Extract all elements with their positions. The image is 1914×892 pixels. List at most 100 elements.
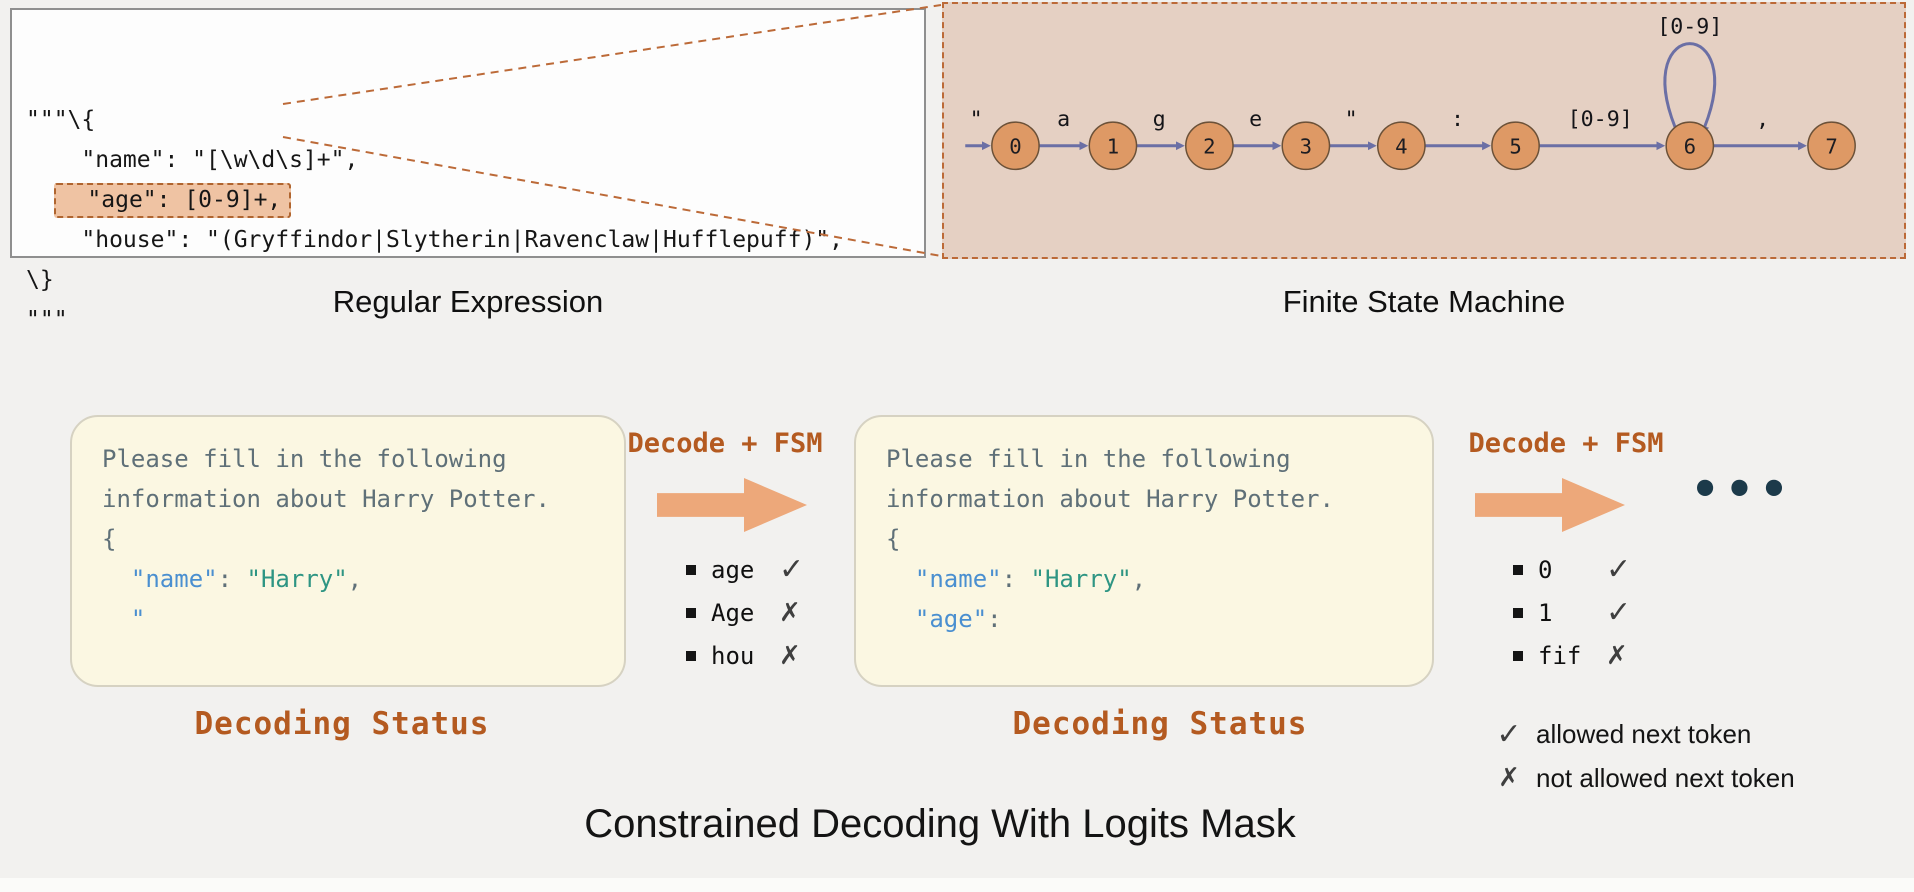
code-segment: { — [102, 525, 117, 553]
code-line: "name": "Harry", — [886, 559, 1432, 599]
token-text: 1 — [1538, 598, 1553, 627]
decode-fsm-label-2: Decode + FSM — [1468, 428, 1664, 459]
code-segment: "name" — [914, 565, 1002, 593]
regex-caption: Regular Expression — [332, 284, 604, 319]
bullet-icon — [1513, 607, 1523, 618]
code-line: information about Harry Potter. — [102, 479, 624, 519]
code-segment: "age" — [914, 605, 988, 633]
code-line: """\{ — [26, 100, 924, 140]
code-segment: "name": "[\w\d\s]+", — [26, 147, 359, 173]
code-segment: information about Harry Potter. — [102, 485, 550, 513]
code-line: " — [102, 599, 624, 639]
code-segment: , — [347, 565, 363, 593]
svg-text:e: e — [1249, 107, 1262, 132]
bottom-strip — [0, 878, 1914, 892]
bullet-icon — [686, 607, 696, 618]
fsm-state — [991, 121, 1040, 171]
bullet-icon — [1513, 650, 1523, 661]
svg-text:a: a — [1057, 107, 1070, 132]
legend-label: not allowed next token — [1536, 762, 1795, 793]
continuation-dots: ••• — [1690, 462, 1794, 516]
code-segment: " — [130, 605, 146, 633]
regex-highlight-age: "age": [0-9]+, — [53, 183, 292, 218]
cross-icon: ✗ — [779, 597, 801, 628]
svg-text:2: 2 — [1203, 135, 1215, 159]
svg-text:g: g — [1153, 107, 1166, 132]
decoding-status-label-1: Decoding Status — [194, 706, 490, 742]
right-arrow-icon — [657, 478, 807, 532]
code-segment: : — [987, 605, 1002, 633]
svg-text:4: 4 — [1395, 135, 1407, 159]
check-icon: ✓ — [1606, 595, 1632, 630]
svg-text:5: 5 — [1509, 135, 1521, 159]
code-line: """ — [26, 300, 924, 340]
svg-text::: : — [1451, 107, 1464, 132]
token-row: 0✓ — [1513, 548, 1631, 591]
fsm-state — [1281, 121, 1331, 171]
legend-label: allowed next token — [1536, 718, 1752, 749]
code-segment — [26, 187, 54, 213]
bullet-icon — [686, 564, 696, 575]
fsm-diagram: 0 1 2 3 4 5 6 7 " a g e " : [0-9] , [0-9… — [965, 15, 1856, 171]
code-line: { — [102, 519, 624, 559]
code-segment: "name" — [130, 565, 218, 593]
code-line: "house": "(Gryffindor|Slytherin|Ravencla… — [26, 220, 924, 260]
code-segment — [102, 605, 131, 633]
code-segment: "Harry" — [1030, 565, 1132, 593]
fsm-states — [991, 121, 1856, 171]
token-row: 1✓ — [1513, 591, 1631, 634]
token-row: fif ✗ — [1513, 634, 1631, 677]
cross-icon: ✗ — [1606, 640, 1628, 671]
fsm-state — [1665, 121, 1715, 171]
token-text: age — [711, 555, 755, 584]
code-segment: : — [1001, 565, 1031, 593]
prompt-box-2: Please fill in the following information … — [854, 415, 1434, 687]
svg-text:": " — [970, 107, 983, 132]
fsm-state — [1491, 121, 1540, 171]
code-segment: \} — [26, 267, 54, 293]
legend: ✓ allowed next token ✗ not allowed next … — [1492, 712, 1795, 800]
legend-row-allowed: ✓ allowed next token — [1492, 712, 1795, 756]
code-segment: , — [1131, 565, 1147, 593]
code-segment: """\{ — [26, 107, 96, 133]
svg-text:7: 7 — [1825, 135, 1837, 159]
code-line: "age": [0-9]+, — [26, 180, 924, 220]
fsm-state — [1088, 121, 1138, 171]
fsm-state — [1807, 121, 1856, 171]
code-segment: Please fill in the following — [102, 445, 507, 473]
code-line: "name": "Harry", — [102, 559, 624, 599]
svg-text:[0-9]: [0-9] — [1568, 107, 1633, 132]
decoding-status-label-2: Decoding Status — [1012, 706, 1308, 742]
fsm-self-loop — [1663, 42, 1717, 135]
code-line: information about Harry Potter. — [886, 479, 1432, 519]
fsm-panel: 0 1 2 3 4 5 6 7 " a g e " : [0-9] , [0-9… — [942, 2, 1906, 259]
code-segment: information about Harry Potter. — [886, 485, 1334, 513]
fsm-state — [1376, 121, 1426, 171]
check-icon: ✓ — [1496, 716, 1522, 752]
code-segment: """ — [26, 307, 68, 333]
code-segment — [102, 565, 131, 593]
token-text: fif — [1538, 641, 1582, 670]
code-segment — [886, 565, 915, 593]
right-arrow-icon — [1475, 478, 1625, 532]
token-text: Age — [711, 598, 755, 627]
code-line: { — [886, 519, 1432, 559]
svg-text:0: 0 — [1009, 135, 1021, 159]
check-icon: ✓ — [779, 552, 805, 587]
svg-text:": " — [1345, 107, 1358, 132]
code-segment: "Harry" — [246, 565, 348, 593]
code-line: Please fill in the following — [886, 439, 1432, 479]
decode-fsm-label-1: Decode + FSM — [627, 428, 823, 459]
fsm-edges — [965, 42, 1807, 151]
fsm-state-labels: 0 1 2 3 4 5 6 7 — [1009, 135, 1838, 159]
fsm-self-loop-label: [0-9] — [1657, 15, 1722, 40]
cross-icon: ✗ — [779, 640, 801, 671]
bullet-icon — [686, 650, 696, 661]
fsm-edge-labels: " a g e " : [0-9] , [0-9] — [970, 15, 1770, 133]
svg-text:6: 6 — [1684, 135, 1696, 159]
prompt-box-1: Please fill in the following information … — [70, 415, 626, 687]
code-line: \} — [26, 260, 924, 300]
legend-row-not-allowed: ✗ not allowed next token — [1492, 756, 1795, 800]
svg-text:,: , — [1756, 107, 1769, 132]
